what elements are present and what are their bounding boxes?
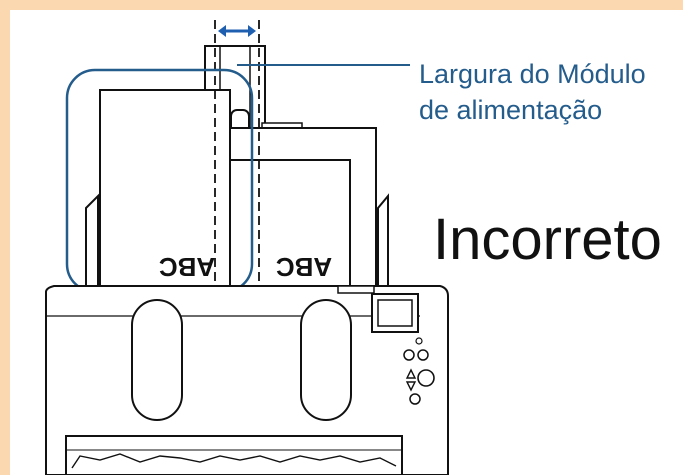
document-right-label: ABC xyxy=(276,252,333,282)
document-right: ABC xyxy=(227,127,377,305)
scanner-control-panel-icon xyxy=(371,293,435,405)
callout-line-1: Largura do Módulo xyxy=(419,59,646,89)
width-arrow-icon xyxy=(218,25,256,37)
illustration-frame: ABC ABC xyxy=(10,10,683,475)
document-left-label: ABC xyxy=(159,252,216,282)
document-left: ABC xyxy=(99,89,231,297)
chute-side-guides xyxy=(85,193,389,299)
feed-width-guides xyxy=(214,20,260,300)
scanner-body xyxy=(45,285,449,475)
callout-label: Largura do Módulo de alimentação xyxy=(419,56,646,128)
verdict-label: Incorreto xyxy=(433,207,662,272)
scanner-illustration: ABC ABC xyxy=(45,20,449,475)
callout-line-2: de alimentação xyxy=(419,95,603,125)
